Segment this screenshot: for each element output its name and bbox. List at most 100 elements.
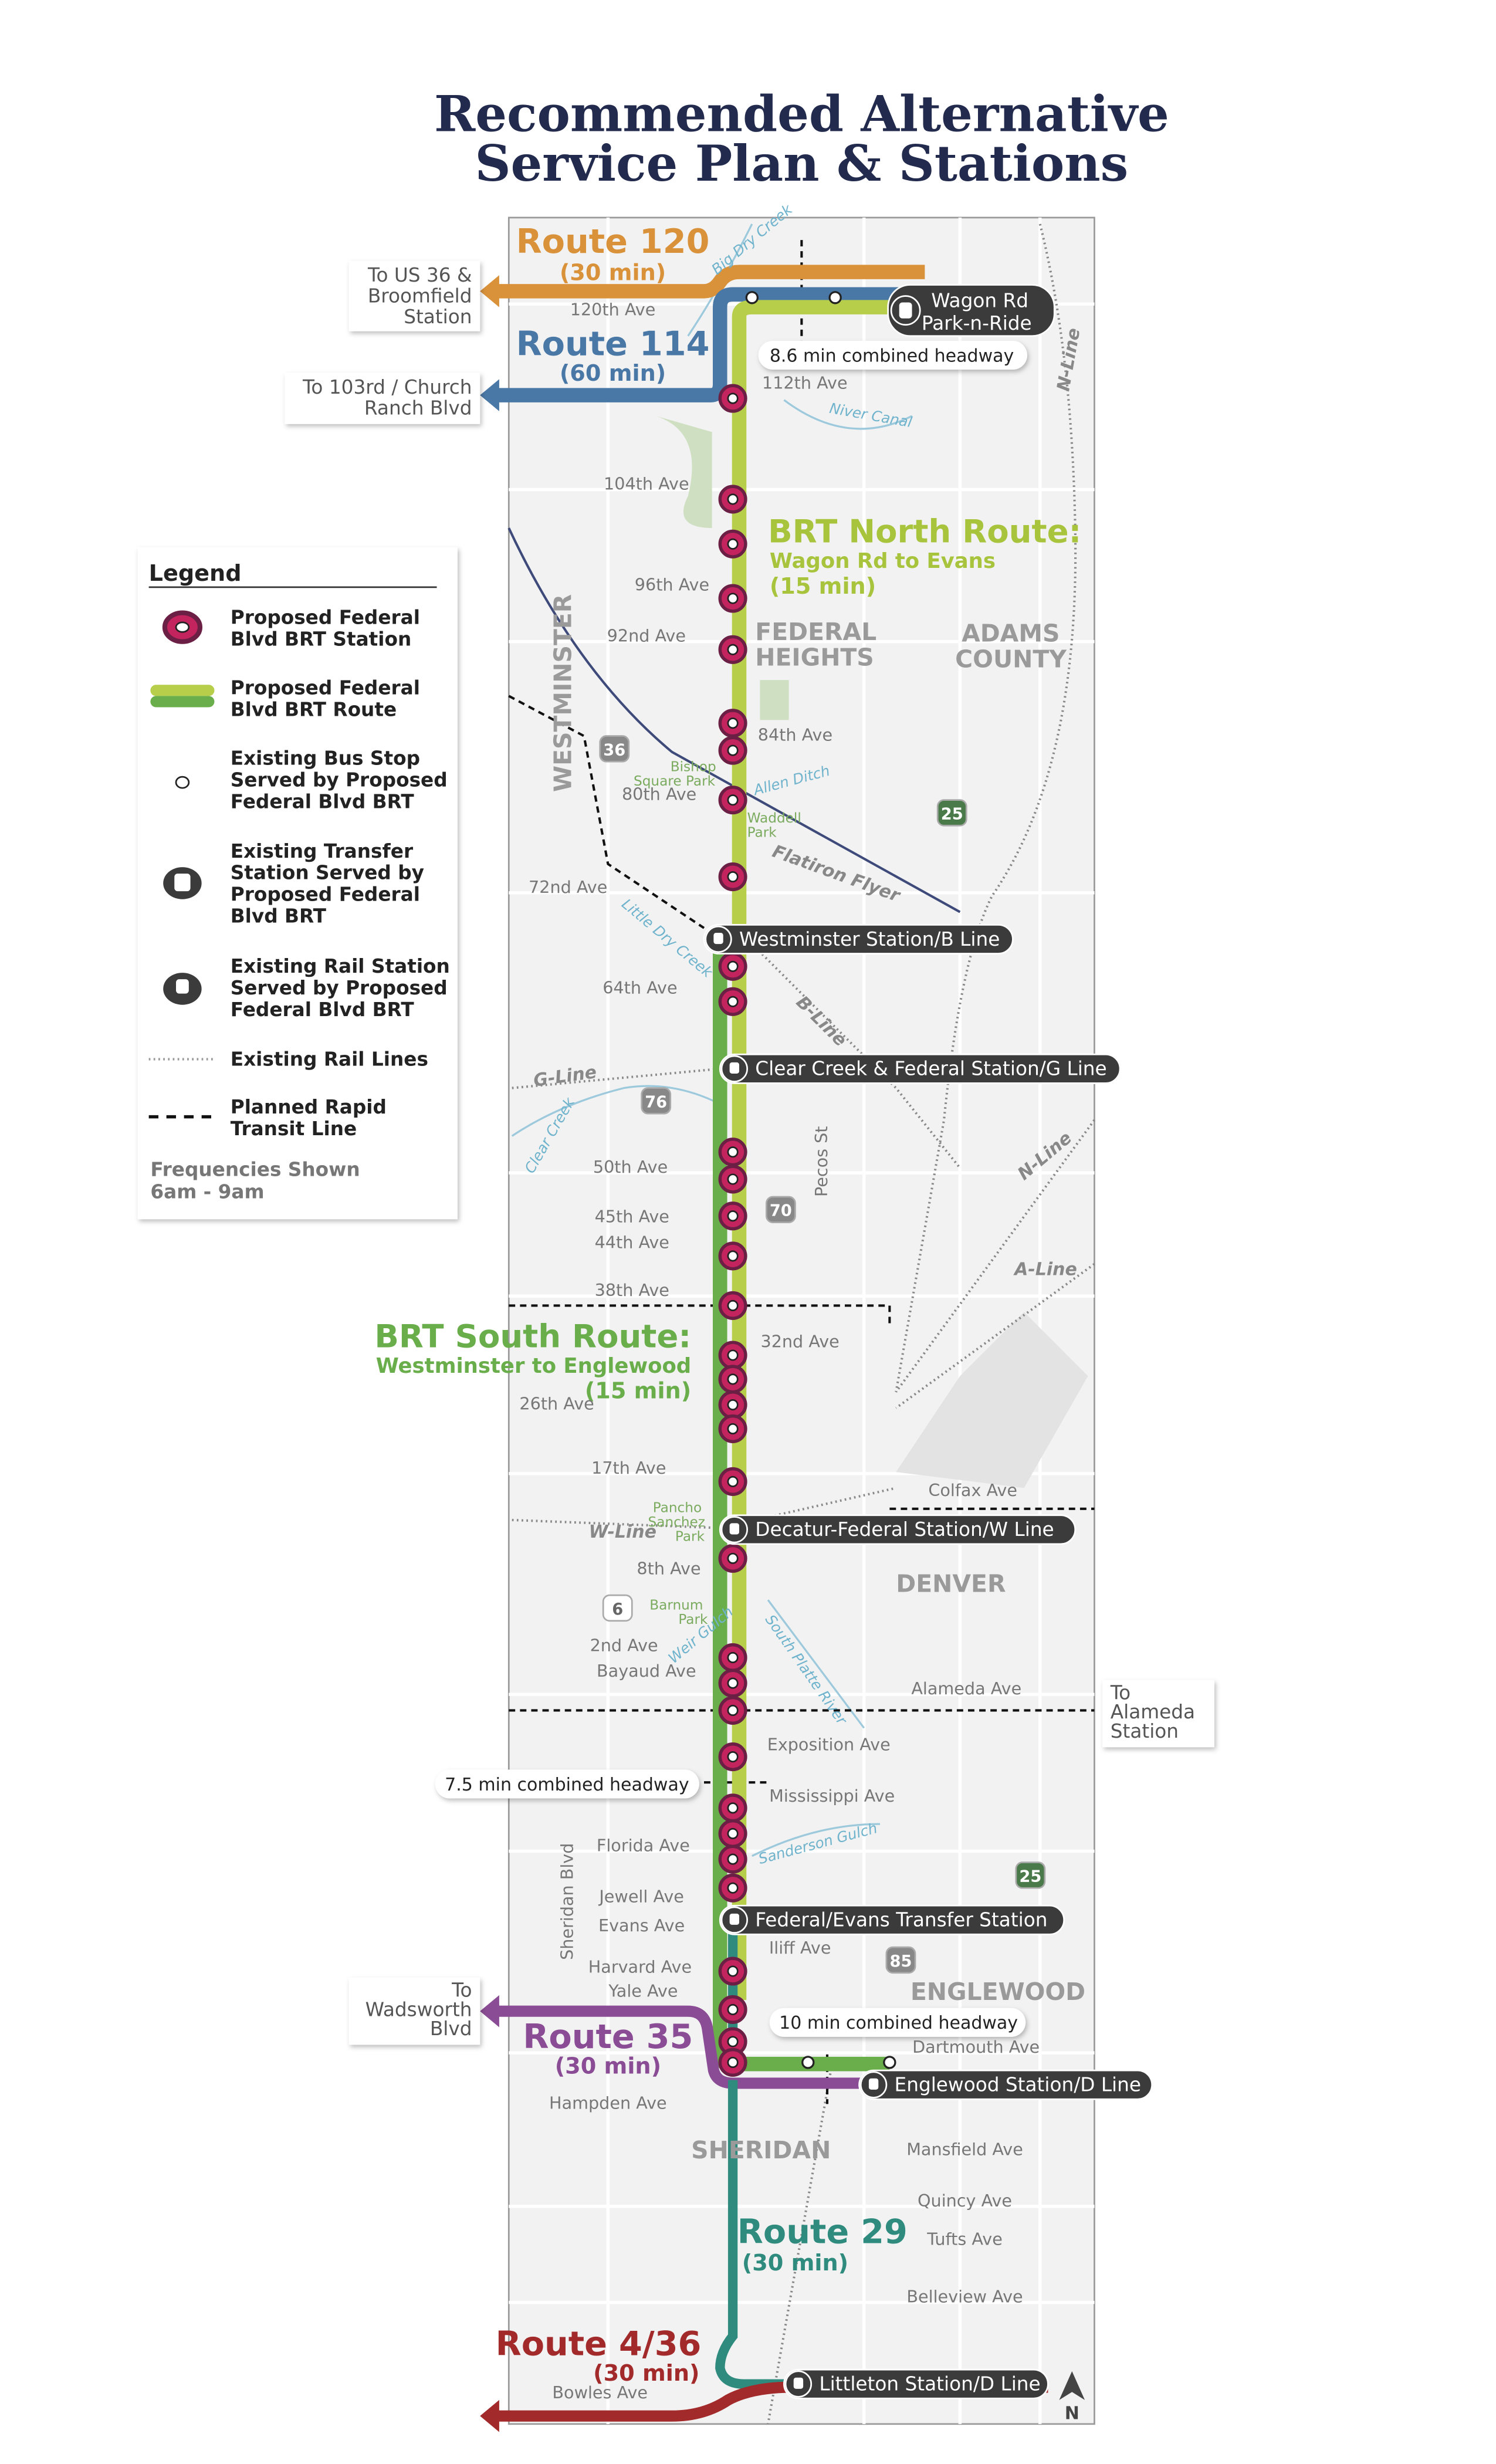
transfer-wagon-rd[interactable]: Wagon Rd Park-n-Ride xyxy=(887,284,1055,337)
legend-title: Legend xyxy=(149,561,242,587)
brt-station[interactable] xyxy=(718,1544,747,1573)
brt-station[interactable] xyxy=(718,1742,747,1772)
place-englewood: ENGLEWOOD xyxy=(911,1978,1085,2006)
brt-station[interactable] xyxy=(718,709,747,738)
street-label: 26th Ave xyxy=(519,1394,594,1414)
highway-shield-icon: 36 xyxy=(599,735,630,763)
legend-note-1: Frequencies Shown xyxy=(150,1159,360,1181)
brt-station[interactable] xyxy=(718,529,747,559)
route-labels: Route 120 (30 min) Route 114 (60 min) Ro… xyxy=(374,222,1081,2387)
brt-station[interactable] xyxy=(718,1995,747,2024)
brt-station[interactable] xyxy=(718,1695,747,1725)
street-label: 32nd Ave xyxy=(760,1331,839,1351)
brt-station[interactable] xyxy=(718,1165,747,1194)
dest-alameda-2: Alameda xyxy=(1111,1701,1195,1723)
legend-item-label: Planned Rapid xyxy=(231,1096,387,1118)
brt-station[interactable] xyxy=(718,1138,747,1167)
svg-text:Barnum: Barnum xyxy=(649,1597,703,1613)
brt-station[interactable] xyxy=(718,1241,747,1271)
headway-north: 8.6 min combined headway xyxy=(770,346,1014,366)
brt-station[interactable] xyxy=(718,1793,747,1823)
north-arrow: N xyxy=(1059,2371,1085,2424)
brt-station[interactable] xyxy=(718,1643,747,1672)
headway-middle: 7.5 min combined headway xyxy=(445,1775,689,1795)
svg-text:Sanchez: Sanchez xyxy=(648,1514,705,1530)
street-label: 64th Ave xyxy=(603,978,677,998)
highway-shield-icon: 70 xyxy=(765,1196,796,1223)
dest-114-1: To 103rd / Church xyxy=(302,376,472,398)
route-29-freq: (30 min) xyxy=(742,2250,848,2276)
bus-stop xyxy=(883,2056,896,2069)
brt-station[interactable] xyxy=(718,987,747,1016)
bus-stop xyxy=(801,2056,815,2069)
brt-station[interactable] xyxy=(718,786,747,815)
transfer-station-label[interactable]: Clear Creek & Federal Station/G Line xyxy=(719,1053,1121,1084)
brt-station[interactable] xyxy=(718,485,747,514)
svg-text:Park-n-Ride: Park-n-Ride xyxy=(922,312,1032,334)
street-label: 92nd Ave xyxy=(607,626,686,646)
svg-text:85: 85 xyxy=(889,1952,912,1971)
route-4-36-name: Route 4/36 xyxy=(496,2324,702,2364)
svg-text:Pancho: Pancho xyxy=(653,1500,702,1515)
bus-stop xyxy=(745,291,759,304)
street-label: 80th Ave xyxy=(622,784,696,804)
brt-station[interactable] xyxy=(718,1414,747,1443)
brt-station[interactable] xyxy=(718,1819,747,1848)
transfer-station-label[interactable]: Englewood Station/D Line xyxy=(858,2069,1153,2100)
brt-station[interactable] xyxy=(718,384,747,413)
route-120-name: Route 120 xyxy=(516,222,710,261)
brt-station[interactable] xyxy=(718,1390,747,1420)
street-label: Harvard Ave xyxy=(588,1957,692,1977)
route-4-36-line xyxy=(496,2381,1048,2422)
brt-station[interactable] xyxy=(718,2047,747,2077)
svg-text:Wagon Rd: Wagon Rd xyxy=(931,290,1028,312)
brt-station[interactable] xyxy=(718,1365,747,1394)
svg-text:Englewood Station/D Line: Englewood Station/D Line xyxy=(895,2074,1142,2096)
transfer-station-label[interactable]: Federal/Evans Transfer Station xyxy=(719,1904,1065,1935)
brt-station[interactable] xyxy=(718,1341,747,1370)
street-label: Tufts Ave xyxy=(926,2229,1003,2249)
brt-north-line xyxy=(732,300,925,2001)
brt-station[interactable] xyxy=(718,862,747,892)
dest-35-1: To xyxy=(451,1979,472,2002)
dest-35-2: Wadsworth xyxy=(365,1998,472,2020)
transfer-station-label[interactable]: Decatur-Federal Station/W Line xyxy=(719,1514,1077,1545)
brt-station[interactable] xyxy=(718,736,747,765)
brt-station[interactable] xyxy=(718,1467,747,1496)
brt-station[interactable] xyxy=(718,635,747,664)
highway-shield-icon: 25 xyxy=(1015,1861,1046,1889)
brt-station[interactable] xyxy=(718,1844,747,1874)
route-114-freq: (60 min) xyxy=(560,361,666,387)
street-label: Belleview Ave xyxy=(906,2287,1023,2307)
street-label: 17th Ave xyxy=(591,1458,666,1478)
brt-station[interactable] xyxy=(718,1201,747,1231)
street-label: 8th Ave xyxy=(637,1559,700,1579)
legend-item-label: Station Served by xyxy=(231,862,424,884)
brt-station[interactable] xyxy=(718,1957,747,1986)
svg-text:25: 25 xyxy=(941,805,963,823)
bus-stop-icon xyxy=(175,776,190,789)
transfer-station-label[interactable]: Westminster Station/B Line xyxy=(703,923,1014,955)
brt-route-icon xyxy=(150,685,215,696)
svg-text:Bishop: Bishop xyxy=(671,759,716,775)
street-label: 72nd Ave xyxy=(529,877,607,897)
place-federal-heights-1: FEDERAL xyxy=(755,618,876,646)
street-label: Hampden Ave xyxy=(549,2093,667,2113)
park-labels: Bishop Square Park Waddell Park Pancho S… xyxy=(634,759,801,1628)
brt-station[interactable] xyxy=(718,1668,747,1698)
brt-station[interactable] xyxy=(718,952,747,981)
transfer-station-labels: Wagon Rd Park-n-Ride xyxy=(887,284,1055,337)
bus-stop xyxy=(828,291,842,304)
brt-station[interactable] xyxy=(718,1873,747,1903)
svg-text:Park: Park xyxy=(747,824,777,840)
transfer-station-label[interactable]: Littleton Station/D Line xyxy=(783,2368,1049,2399)
brt-station[interactable] xyxy=(718,1291,747,1320)
legend-item-label: Transit Line xyxy=(231,1118,357,1140)
legend-note-2: 6am - 9am xyxy=(150,1181,264,1203)
route-35-freq: (30 min) xyxy=(555,2054,661,2080)
brt-station[interactable] xyxy=(718,584,747,613)
dest-120-1: To US 36 & xyxy=(367,264,472,286)
dest-alameda-1: To xyxy=(1110,1681,1131,1704)
street-pecos: Pecos St xyxy=(811,1126,831,1197)
